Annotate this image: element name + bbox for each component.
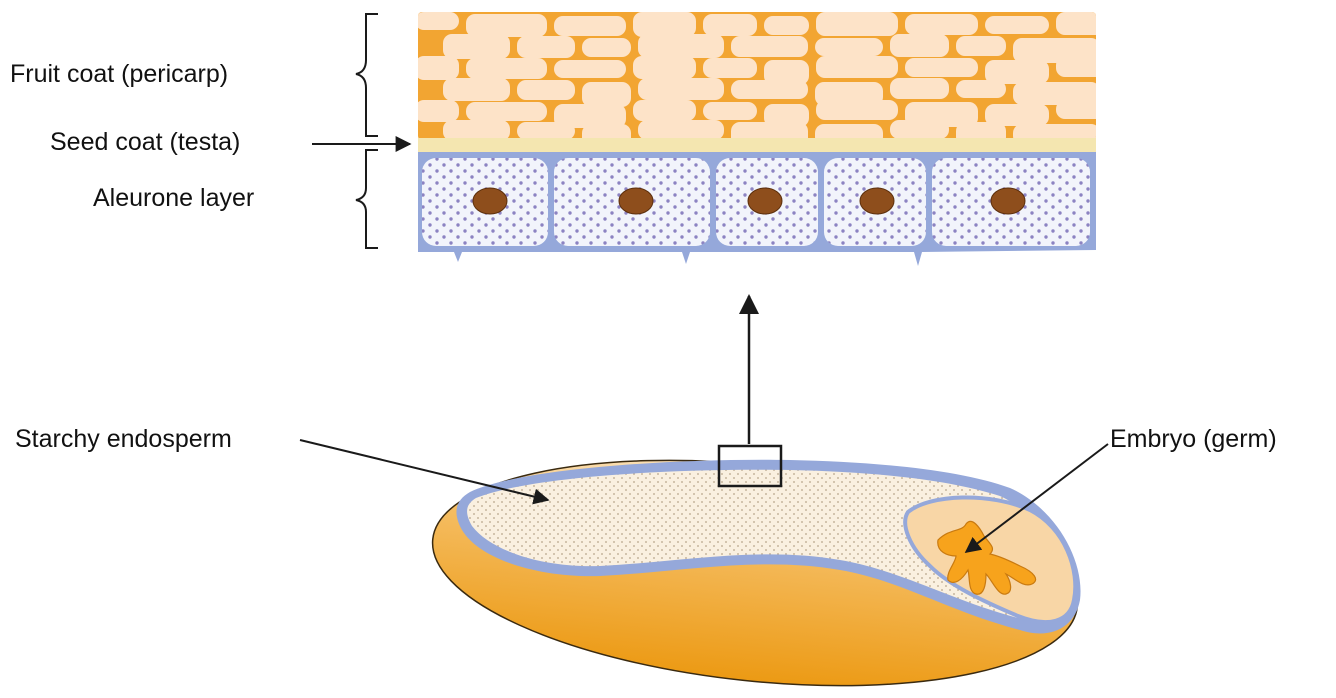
nucleus bbox=[990, 187, 1026, 215]
pericarp-cell bbox=[466, 14, 547, 37]
pericarp-cell bbox=[890, 78, 949, 99]
grain bbox=[431, 444, 1081, 687]
pericarp-cell bbox=[582, 82, 631, 107]
pericarp-cell bbox=[816, 56, 898, 78]
pericarp-cell bbox=[815, 38, 883, 56]
left-brackets bbox=[312, 13, 412, 249]
pericarp-cell bbox=[466, 102, 547, 121]
pericarp-cell bbox=[815, 124, 883, 140]
pericarp-cell bbox=[956, 122, 1006, 140]
pericarp-cell bbox=[638, 34, 724, 58]
pericarp-cell bbox=[582, 124, 631, 140]
pericarp-cell bbox=[956, 80, 1006, 98]
pericarp-cell bbox=[554, 104, 626, 128]
pericarp-cell bbox=[633, 100, 696, 121]
pericarp-cell bbox=[703, 14, 757, 36]
pericarp-cell bbox=[418, 56, 459, 80]
pericarp-cell bbox=[956, 36, 1006, 56]
pericarp-cell bbox=[764, 104, 809, 127]
pericarp-cell bbox=[816, 12, 898, 36]
pericarp-cell bbox=[890, 34, 949, 57]
pericarp-cell bbox=[554, 16, 626, 36]
pericarp-cell bbox=[1056, 100, 1096, 119]
pericarp-cell bbox=[905, 14, 978, 35]
pericarp-cell bbox=[638, 120, 724, 140]
pericarp-cell bbox=[554, 60, 626, 78]
pericarp-cell bbox=[418, 100, 459, 122]
pericarp-cell bbox=[905, 58, 978, 77]
brace-icon bbox=[355, 149, 378, 249]
pericarp-cell bbox=[517, 122, 575, 140]
pericarp-cell bbox=[890, 120, 949, 139]
nucleus bbox=[747, 187, 783, 215]
pericarp-cell bbox=[633, 12, 696, 37]
pericarp-cell bbox=[517, 36, 575, 58]
nucleus bbox=[859, 187, 895, 215]
pericarp-cell bbox=[1056, 56, 1096, 77]
zoom-box-icon bbox=[717, 444, 783, 488]
pericarp-cell bbox=[517, 80, 575, 100]
pericarp-cell bbox=[582, 38, 631, 57]
brace-icon bbox=[355, 13, 378, 137]
arrow-icon bbox=[299, 439, 550, 505]
arrow-icon bbox=[964, 443, 1109, 553]
aleurone-cells bbox=[422, 158, 1090, 246]
pericarp-cell bbox=[731, 36, 808, 57]
nucleus bbox=[472, 187, 508, 215]
pericarp-cells bbox=[418, 12, 1096, 140]
label-embryo: Embryo (germ) bbox=[1110, 425, 1277, 453]
pericarp-cell bbox=[638, 78, 724, 100]
pericarp-cell bbox=[764, 16, 809, 35]
pericarp-cell bbox=[443, 120, 510, 140]
pericarp-cell bbox=[1056, 12, 1096, 35]
pericarp-cell bbox=[633, 56, 696, 79]
label-aleurone-layer: Aleurone layer bbox=[93, 184, 255, 212]
label-seed-coat: Seed coat (testa) bbox=[50, 128, 241, 156]
pericarp-cell bbox=[443, 34, 510, 59]
pericarp-cell bbox=[731, 122, 808, 140]
magnified-section bbox=[418, 12, 1096, 266]
label-starchy-endosperm: Starchy endosperm bbox=[15, 425, 232, 453]
label-fruit-coat: Fruit coat (pericarp) bbox=[10, 60, 229, 88]
pericarp-cell bbox=[985, 104, 1049, 126]
pericarp-cell bbox=[418, 12, 459, 30]
testa-layer bbox=[418, 138, 1096, 152]
pericarp-cell bbox=[703, 58, 757, 78]
pericarp-cell bbox=[703, 102, 757, 120]
pericarp-cell bbox=[443, 78, 510, 101]
pericarp-cell bbox=[816, 100, 898, 120]
pericarp-cell bbox=[985, 60, 1049, 84]
pericarp-cell bbox=[985, 16, 1049, 34]
pericarp-cell bbox=[731, 80, 808, 99]
pericarp-cell bbox=[466, 58, 547, 79]
pericarp-cell bbox=[764, 60, 809, 85]
nucleus bbox=[618, 187, 654, 215]
pericarp-cell bbox=[1013, 82, 1096, 105]
